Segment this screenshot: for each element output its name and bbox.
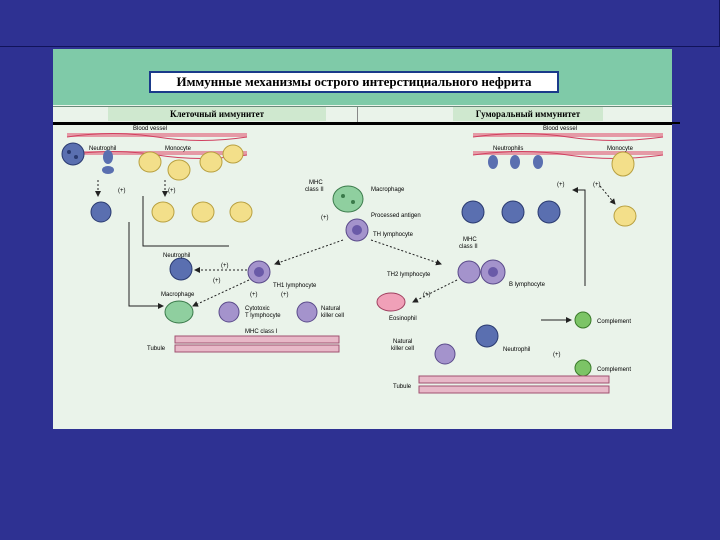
monocyte-tissue-right [613,205,637,227]
label-mhc2-top: class II [305,187,324,193]
macrophage-mid [164,300,194,324]
label-mhc2-top: MHC [309,180,323,186]
monocyte-right [611,151,635,177]
label-neutrophil-mid: Neutrophil [163,253,190,259]
label-neutrophil-right: Neutrophil [503,347,530,353]
neutrophil-cell [61,142,85,166]
section-cellular: Клеточный иммунитет [108,107,326,121]
complement-1 [574,311,592,329]
label-nk-left: Natural [321,306,340,312]
label-monocyte-left: Monocyte [165,146,192,152]
plus-sign: (+) [593,182,601,188]
section-header-row: Клеточный иммунитет Гуморальный иммуните… [53,106,672,125]
page-title: Иммунные механизмы острого интерстициаль… [149,71,559,93]
label-tubule-left: Tubule [147,346,166,352]
plus-sign: (+) [321,215,329,221]
complement-2 [574,359,592,377]
th1-lymphocyte [247,260,271,284]
label-neutrophil-top: Neutrophil [89,146,116,152]
section-humoral: Гуморальный иммунитет [453,107,603,121]
label-macrophage-top: Macrophage [371,187,405,193]
label-complement-2: Complement [597,367,631,373]
neutrophils-transmigrating-right [488,155,543,169]
monocytes-tissue-left [151,201,253,223]
label-eosinophil: Eosinophil [389,316,417,322]
tubule-left [174,335,340,353]
label-nk-left: killer cell [321,313,344,319]
plus-sign: (+) [250,292,258,298]
natural-killer-right [434,343,456,365]
tubule-right [418,375,610,394]
diagram-panel: Иммунные механизмы острого интерстициаль… [53,49,680,429]
immune-diagram: Blood vessel Blood vessel Neutrophil Mon… [61,126,664,394]
label-nk-right: Natural [393,339,412,345]
plus-sign: (+) [221,263,229,269]
label-neutrophils-right: Neutrophils [493,146,523,152]
label-mhc2-right: class II [459,244,478,250]
th-lymphocyte [345,218,369,242]
th2-lymphocyte [457,260,481,284]
label-b-lymphocyte: B lymphocyte [509,282,546,288]
header-rule [53,122,680,124]
blood-vessel-right [472,133,664,159]
b-lymphocyte [480,259,506,285]
eosinophil [376,292,406,312]
plus-sign: (+) [553,352,561,358]
plus-sign: (+) [118,188,126,194]
label-th-lymphocyte: TH lymphocyte [373,232,414,238]
neutrophils-tissue-right [461,200,561,224]
label-blood-vessel-right: Blood vessel [543,126,577,132]
cytotoxic-t-lymphocyte [218,301,240,323]
label-th2: TH2 lymphocyte [387,272,431,278]
label-mhc2-right: MHC [463,237,477,243]
label-macrophage-mid: Macrophage [161,292,195,298]
plus-sign: (+) [168,188,176,194]
label-th1: TH1 lymphocyte [273,283,317,289]
label-nk-right: killer cell [391,346,414,352]
label-mhc1: MHC class I [245,329,278,335]
label-cytotoxic: Cytotoxic [245,306,270,312]
label-monocyte-right: Monocyte [607,146,634,152]
header-band: Иммунные механизмы острого интерстициаль… [53,49,672,105]
section-divider [357,107,358,123]
neutrophil-transmigrating [102,150,114,174]
label-tubule-right: Tubule [393,384,412,390]
top-band [0,0,720,47]
neutrophil-right [475,324,499,348]
plus-sign: (+) [213,278,221,284]
monocyte-group-top [138,144,244,181]
label-complement-1: Complement [597,319,631,325]
macrophage-apc [332,185,364,213]
neutrophil-mid [169,257,193,281]
label-processed-antigen: Processed antigen [371,213,421,219]
plus-sign: (+) [281,292,289,298]
plus-sign: (+) [557,182,565,188]
label-cytotoxic: T lymphocyte [245,313,281,319]
label-blood-vessel-left: Blood vessel [133,126,167,132]
neutrophils-tissue-left [90,201,112,223]
natural-killer-left [296,301,318,323]
